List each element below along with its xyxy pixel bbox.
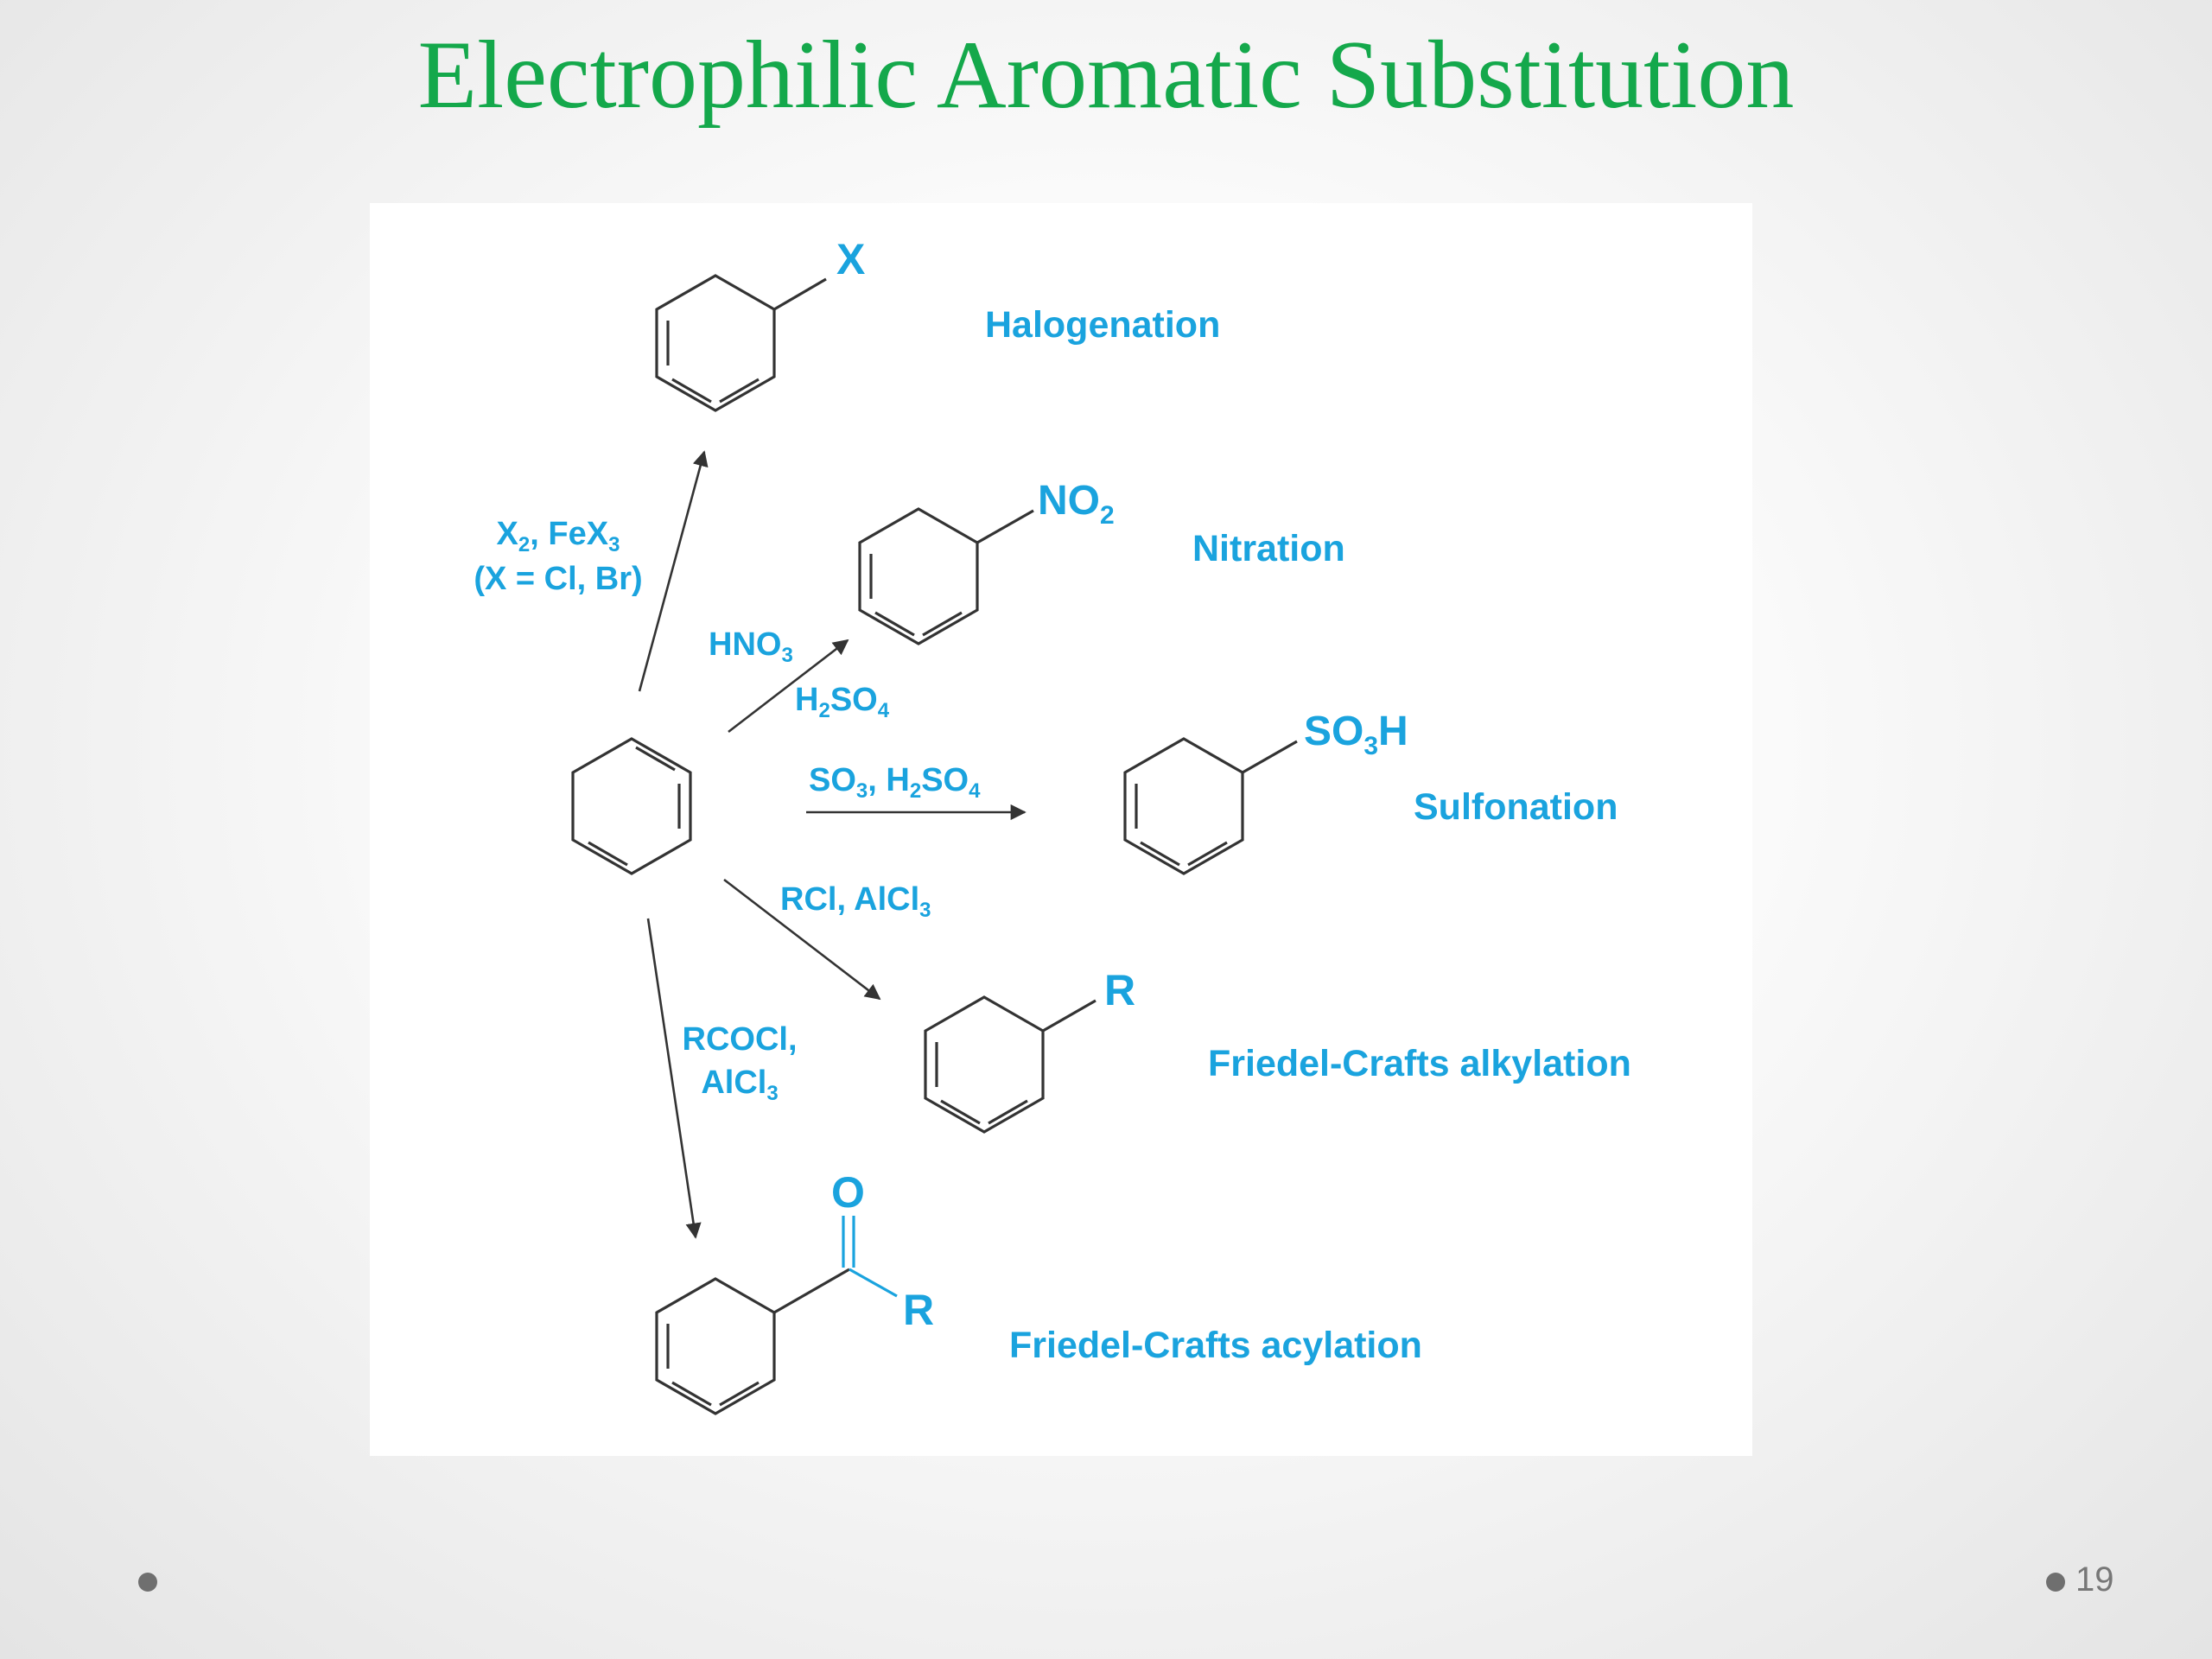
reaction-scheme-figure: X NO2 SO3H R O R Halogenation Nitration … (370, 203, 1752, 1456)
bond-nitro (976, 509, 1034, 544)
label-alkylation: Friedel-Crafts alkylation (1208, 1043, 1631, 1084)
label-nitration: Nitration (1192, 528, 1345, 569)
reagent-sulfonation: SO3, H2SO4 (809, 762, 981, 803)
benzene-ring-nitration (858, 507, 979, 645)
reaction-scheme-svg: X NO2 SO3H R O R Halogenation Nitration … (474, 235, 1631, 1415)
carbonyl-oxygen: O (831, 1168, 865, 1217)
bond-acyl-r (849, 1268, 898, 1298)
arrow-alkylation (723, 878, 881, 1001)
reagent-halogenation-line2: (X = Cl, Br) (474, 561, 642, 597)
slide-bullet-right (2046, 1573, 2065, 1592)
substituent-r-acyl: R (903, 1286, 934, 1334)
reagent-acylation-line1: RCOCl, (683, 1021, 798, 1058)
arrow-halogenation (638, 450, 709, 692)
benzene-ring-center (571, 737, 692, 875)
bond-acyl (773, 1268, 850, 1314)
label-acylation: Friedel-Crafts acylation (1009, 1325, 1422, 1366)
reagent-acylation-line2: AlCl3 (701, 1065, 778, 1105)
arrow-nitration (728, 639, 849, 734)
slide-title: Electrophilic Aromatic Substitution (417, 22, 1795, 129)
bond-halogen (773, 277, 827, 311)
label-sulfonation: Sulfonation (1414, 786, 1618, 828)
slide-bullet-left (138, 1573, 157, 1592)
page-number: 19 (2075, 1560, 2114, 1599)
arrow-acylation (646, 918, 702, 1239)
label-halogenation: Halogenation (985, 304, 1220, 346)
reagent-nitration-above: HNO3 (709, 626, 793, 667)
reagent-nitration-below: H2SO4 (795, 682, 890, 722)
reagent-alkylation: RCl, AlCl3 (780, 881, 931, 922)
substituent-no2: NO2 (1038, 478, 1115, 530)
substituent-x: X (836, 235, 865, 283)
substituent-r-alkyl: R (1104, 966, 1135, 1014)
benzene-ring-sulfonation (1123, 737, 1244, 875)
bond-alkyl (1042, 999, 1096, 1033)
substituent-so3h: SO3H (1304, 709, 1408, 760)
benzene-ring-halogenation (655, 274, 776, 412)
benzene-ring-acylation (655, 1277, 776, 1415)
reagent-halogenation-line1: X2, FeX3 (497, 516, 620, 556)
benzene-ring-alkylation (924, 995, 1045, 1134)
bond-sulfo (1242, 740, 1298, 774)
